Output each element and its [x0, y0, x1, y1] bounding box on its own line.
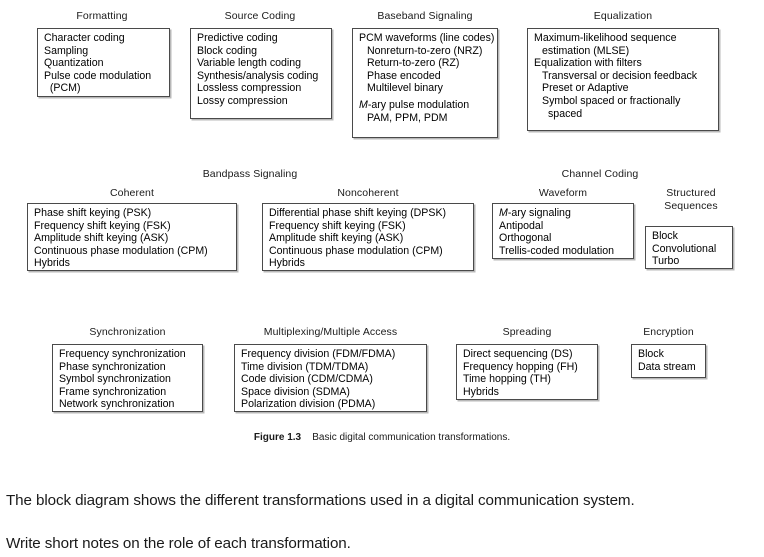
list-item: Lossy compression — [197, 94, 288, 107]
list-item: Predictive coding — [197, 32, 278, 44]
list-item: (PCM) — [44, 82, 81, 95]
figure-caption-label: Figure 1.3 — [253, 432, 302, 443]
box-synchronization: Frequency synchronization Phase synchron… — [52, 344, 203, 412]
list-item: Network synchronization — [59, 398, 175, 411]
list-item: Amplitude shift keying (ASK) — [34, 232, 169, 245]
box-formatting: Character coding Sampling Quantization P… — [37, 28, 170, 97]
box-spreading: Direct sequencing (DS) Frequency hopping… — [456, 344, 598, 400]
figure-caption-spacer — [301, 432, 312, 443]
figure-caption-text: Basic digital communication transformati… — [312, 432, 511, 443]
list-item: Turbo — [652, 255, 680, 268]
figure-caption: Figure 1.3 Basic digital communication t… — [0, 432, 764, 443]
list-item: M-ary pulse modulation — [359, 98, 470, 111]
list-item: Trellis-coded modulation — [499, 244, 615, 257]
list-item: Direct sequencing (DS) — [463, 348, 573, 360]
list-item: Hybrids — [463, 385, 499, 398]
list-item: Quantization — [44, 57, 104, 70]
list-item: PAM, PPM, PDM — [367, 111, 448, 124]
list-item: Hybrids — [34, 257, 70, 270]
list-item-text: -ary signaling — [507, 207, 571, 219]
list-item: Lossless compression — [197, 82, 302, 95]
list-item: Return-to-zero (RZ) — [367, 57, 460, 70]
list-item: Orthogonal — [499, 232, 552, 245]
list-item: Phase synchronization — [59, 360, 166, 373]
list-item: Block — [652, 230, 678, 242]
figure-block-diagram: Formatting Character coding Sampling Qua… — [0, 10, 764, 443]
list-item: PCM waveforms (line codes) — [359, 32, 495, 44]
list-item: Antipodal — [499, 219, 544, 232]
list-item: Code division (CDM/CDMA) — [241, 373, 373, 386]
list-item: Continuous phase modulation (CPM) — [34, 244, 208, 257]
list-item: Frequency division (FDM/FDMA) — [241, 348, 396, 360]
list-item: Frequency hopping (FH) — [463, 360, 578, 373]
list-item: Frequency shift keying (FSK) — [269, 219, 406, 232]
list-item: estimation (MLSE) — [542, 44, 630, 57]
group-title-bandpass-signaling: Bandpass Signaling — [202, 168, 298, 180]
list-item: Sampling — [44, 44, 89, 57]
box-title-noncoherent: Noncoherent — [337, 187, 399, 199]
list-item: Differential phase shift keying (DPSK) — [269, 207, 447, 219]
box-encryption: Block Data stream — [631, 344, 706, 378]
list-item: Data stream — [638, 360, 696, 373]
list-item: Maximum-likelihood sequence — [534, 32, 677, 44]
box-title-synchronization: Synchronization — [89, 326, 166, 338]
prose-line-1: The block diagram shows the different tr… — [6, 492, 635, 509]
box-title-multiplexing: Multiplexing/Multiple Access — [263, 326, 398, 338]
list-item: Pulse code modulation — [44, 69, 152, 82]
box-title-waveform: Waveform — [538, 187, 588, 199]
box-coherent: Phase shift keying (PSK) Frequency shift… — [27, 203, 237, 271]
list-item: Continuous phase modulation (CPM) — [269, 244, 443, 257]
box-title-spreading: Spreading — [502, 326, 552, 338]
list-item: Multilevel binary — [367, 82, 443, 95]
list-item: Synthesis/analysis coding — [197, 69, 319, 82]
box-title-equalization: Equalization — [593, 10, 653, 22]
list-item: Frame synchronization — [59, 385, 167, 398]
list-item: Time division (TDM/TDMA) — [241, 360, 369, 373]
box-title-encryption: Encryption — [643, 326, 694, 338]
list-item: Symbol spaced or fractionally — [542, 94, 681, 107]
box-title-coherent: Coherent — [110, 187, 154, 199]
list-item: Character coding — [44, 32, 125, 44]
list-item: Space division (SDMA) — [241, 385, 350, 398]
list-item: Hybrids — [269, 257, 305, 270]
list-item: Variable length coding — [197, 57, 302, 70]
box-noncoherent: Differential phase shift keying (DPSK) F… — [262, 203, 474, 271]
list-item: Nonreturn-to-zero (NRZ) — [367, 44, 483, 57]
list-item: Polarization division (PDMA) — [241, 398, 376, 411]
box-title-baseband-signaling: Baseband Signaling — [377, 10, 473, 22]
list-item: Block — [638, 348, 664, 360]
list-item: Convolutional — [652, 242, 717, 255]
box-baseband-signaling: PCM waveforms (line codes) Nonreturn-to-… — [352, 28, 498, 138]
list-item: Amplitude shift keying (ASK) — [269, 232, 404, 245]
list-item: Equalization with filters — [534, 57, 642, 70]
box-structured-sequences: Block Convolutional Turbo — [645, 226, 733, 269]
prose-line-2: Write short notes on the role of each tr… — [6, 535, 351, 552]
list-item: Phase encoded — [367, 69, 441, 82]
list-item: Phase shift keying (PSK) — [34, 207, 152, 219]
list-item-text: -ary pulse modulation — [367, 98, 470, 111]
box-waveform: M-ary signaling Antipodal Orthogonal Tre… — [492, 203, 634, 259]
group-title-channel-coding: Channel Coding — [561, 168, 639, 180]
box-title-source-coding: Source Coding — [224, 10, 296, 22]
list-item: Preset or Adaptive — [542, 82, 629, 95]
box-title-formatting: Formatting — [76, 10, 128, 22]
list-item: Frequency shift keying (FSK) — [34, 219, 171, 232]
list-item: Symbol synchronization — [59, 373, 171, 386]
list-item: spaced — [548, 107, 583, 120]
list-item: Block coding — [197, 44, 258, 57]
list-item: Frequency synchronization — [59, 348, 186, 360]
box-multiplexing: Frequency division (FDM/FDMA) Time divis… — [234, 344, 427, 412]
list-item: Time hopping (TH) — [463, 373, 551, 386]
box-equalization: Maximum-likelihood sequence estimation (… — [527, 28, 719, 131]
list-item: M-ary signaling — [499, 207, 571, 219]
box-title-structured-sequences: Structured Sequences — [664, 187, 718, 212]
list-item: Transversal or decision feedback — [542, 69, 698, 82]
box-source-coding: Predictive coding Block coding Variable … — [190, 28, 332, 119]
